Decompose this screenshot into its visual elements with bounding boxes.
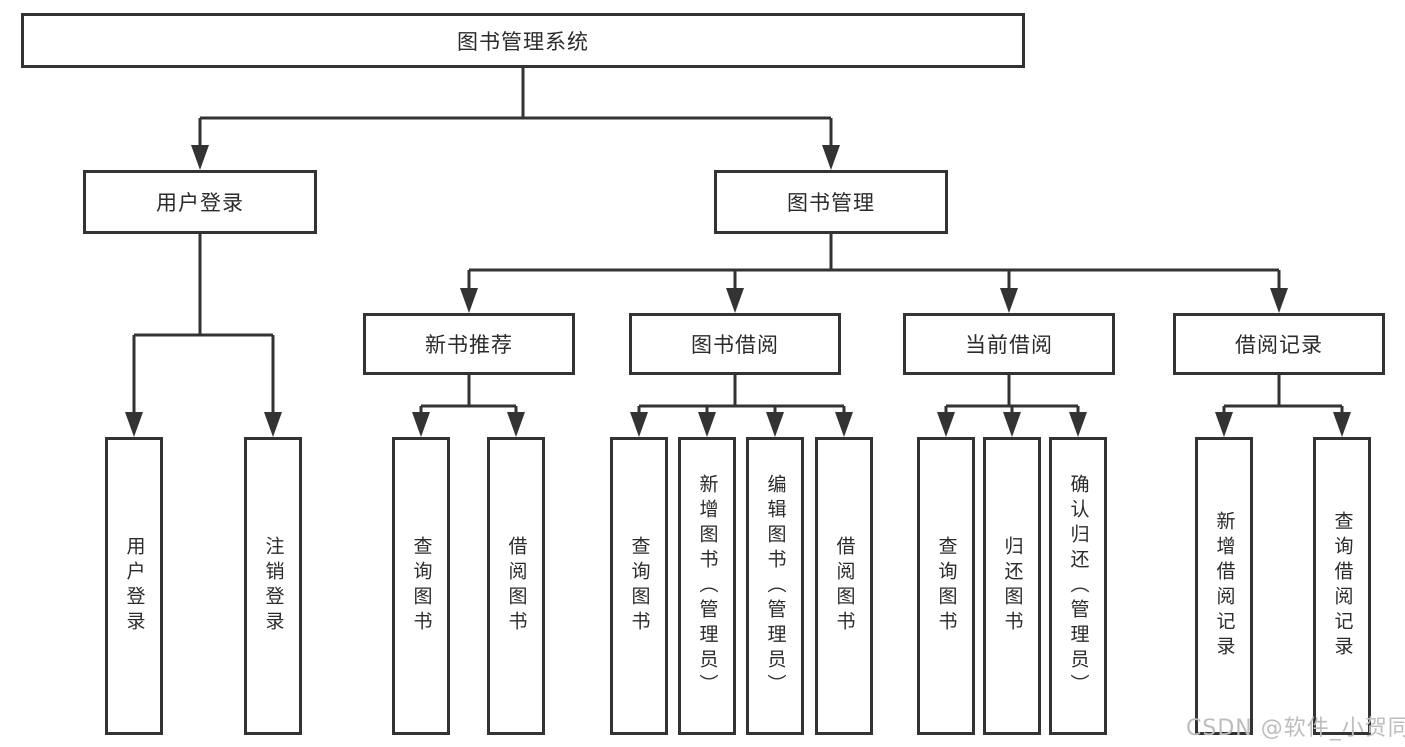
node-label: 编辑图书（管理员） <box>764 473 787 699</box>
node-label: 查询借阅记录 <box>1331 511 1354 661</box>
watermark: CSDN @软件_小贺同学 <box>1186 716 1405 741</box>
leaf-logout: 注销登录 <box>244 437 302 735</box>
node-label: 图书借阅 <box>691 333 779 357</box>
node-label: 图书管理系统 <box>457 29 589 54</box>
node-label: 注销登录 <box>262 536 285 636</box>
node-label: 新增借阅记录 <box>1213 511 1236 661</box>
node-label: 查询图书 <box>410 536 433 636</box>
leaf-borrow-books-recommend: 借阅图书 <box>487 437 545 735</box>
leaf-confirm-return-admin: 确认归还（管理员） <box>1049 437 1107 735</box>
node-label: 新书推荐 <box>425 333 513 357</box>
leaf-edit-books-admin: 编辑图书（管理员） <box>746 437 804 735</box>
leaf-query-borrow-record: 查询借阅记录 <box>1313 437 1371 735</box>
leaf-add-books-admin: 新增图书（管理员） <box>678 437 736 735</box>
leaf-query-books-recommend: 查询图书 <box>392 437 450 735</box>
node-label: 查询图书 <box>628 536 651 636</box>
node-label: 确认归还（管理员） <box>1067 473 1090 699</box>
node-book-borrow: 图书借阅 <box>629 313 841 375</box>
node-label: 查询图书 <box>935 536 958 636</box>
node-library-management-system: 图书管理系统 <box>21 13 1025 68</box>
node-label: 用户登录 <box>156 191 244 215</box>
node-current-borrow: 当前借阅 <box>903 313 1115 375</box>
leaf-add-borrow-record: 新增借阅记录 <box>1195 437 1253 735</box>
node-label: 借阅图书 <box>833 536 856 636</box>
leaf-user-login: 用户登录 <box>105 437 163 735</box>
node-user-login: 用户登录 <box>83 170 317 234</box>
leaf-query-books-current: 查询图书 <box>917 437 975 735</box>
node-label: 当前借阅 <box>965 333 1053 357</box>
node-borrow-records: 借阅记录 <box>1173 313 1385 375</box>
leaf-query-books-borrow: 查询图书 <box>610 437 668 735</box>
node-label: 归还图书 <box>1001 536 1024 636</box>
node-label: 用户登录 <box>123 536 146 636</box>
node-new-book-recommend: 新书推荐 <box>363 313 575 375</box>
leaf-borrow-books: 借阅图书 <box>815 437 873 735</box>
node-label: 图书管理 <box>787 191 875 215</box>
node-label: 借阅图书 <box>505 536 528 636</box>
node-label: 新增图书（管理员） <box>696 473 719 699</box>
leaf-return-books: 归还图书 <box>983 437 1041 735</box>
node-book-management: 图书管理 <box>714 170 948 234</box>
node-label: 借阅记录 <box>1235 333 1323 357</box>
